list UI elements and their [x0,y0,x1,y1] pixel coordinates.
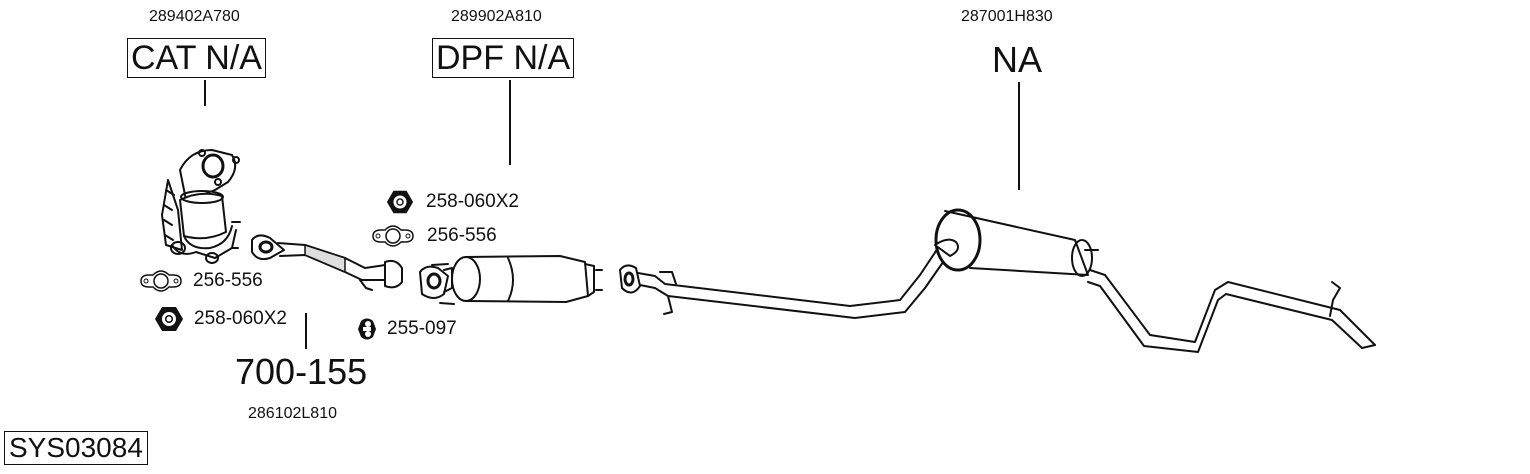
rubber-hanger-icon [358,318,376,340]
front-pipe-leader-line [305,313,307,349]
accessory-gasket-cat[interactable]: 256-556 [137,270,263,292]
accessory-label: 255-097 [387,318,457,339]
dpf-label[interactable]: DPF N/A [432,38,575,78]
front-pipe-drawing [251,234,403,291]
accessory-rubber-hanger[interactable]: 255-097 [357,317,457,341]
silencer-oem-number: 287001H830 [961,8,1053,25]
front-pipe-oem-number: 286102L810 [248,405,337,422]
system-id-badge: SYS03084 [4,431,148,465]
dpf-leader-line [509,80,511,165]
front-pipe-label[interactable]: 700-155 [235,351,368,392]
silencer-label[interactable]: NA [992,39,1043,80]
accessory-nut-dpf[interactable]: 258-060X2 [386,189,519,215]
rear-silencer-drawing [934,208,1376,353]
dpf-oem-number: 289902A810 [451,8,542,25]
gasket-icon [372,225,414,247]
accessory-label: 256-556 [193,270,263,291]
cat-leader-line [204,80,206,106]
accessory-nut-cat[interactable]: 258-060X2 [154,306,287,332]
accessory-label: 256-556 [427,225,497,246]
cat-oem-number: 289402A780 [149,8,240,25]
accessory-label: 258-060X2 [426,191,519,212]
middle-pipe-drawing [619,244,949,319]
silencer-leader-line [1018,82,1020,190]
accessory-label: 258-060X2 [194,308,287,329]
dpf-drawing [419,255,603,305]
gasket-icon [140,270,182,292]
nut-icon [155,307,183,331]
nut-icon [386,190,414,214]
accessory-gasket-dpf[interactable]: 256-556 [369,225,497,247]
catalytic-converter-drawing [161,149,241,264]
cat-label[interactable]: CAT N/A [127,38,266,78]
